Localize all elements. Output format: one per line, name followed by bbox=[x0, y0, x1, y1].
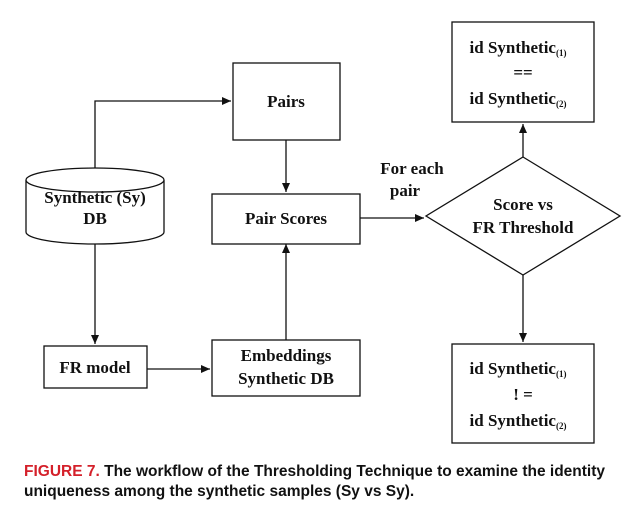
embeddings-label-line2: Synthetic DB bbox=[238, 369, 334, 388]
pair-scores-label: Pair Scores bbox=[245, 209, 327, 228]
connectors bbox=[91, 97, 527, 373]
same-bottom-label: id Synthetic(2) bbox=[470, 89, 567, 109]
synthetic-db-node: Synthetic (Sy) DB bbox=[25, 167, 165, 245]
fr-model-label: FR model bbox=[59, 358, 131, 377]
db-label-line1: Synthetic (Sy) bbox=[44, 188, 146, 207]
edge-db-to-pairs bbox=[94, 97, 231, 168]
same-identity-node: id Synthetic(1) == id Synthetic(2) bbox=[451, 21, 595, 123]
pairs-node: Pairs bbox=[232, 62, 341, 141]
decision-label-line1: Score vs bbox=[493, 195, 553, 214]
same-top-label: id Synthetic(1) bbox=[470, 38, 567, 58]
diff-bottom-label: id Synthetic(2) bbox=[470, 411, 567, 431]
diff-top-label: id Synthetic(1) bbox=[470, 359, 567, 379]
figure-label: FIGURE 7. bbox=[24, 463, 100, 480]
pair-scores-node: Pair Scores bbox=[211, 193, 361, 245]
edge-label-line2: pair bbox=[390, 181, 421, 200]
embeddings-label-line1: Embeddings bbox=[241, 346, 332, 365]
pairs-label: Pairs bbox=[267, 92, 305, 111]
different-identity-node: id Synthetic(1) ! = id Synthetic(2) bbox=[451, 343, 595, 444]
decision-node: Score vs FR Threshold bbox=[424, 156, 622, 276]
decision-label-line2: FR Threshold bbox=[473, 218, 574, 237]
figure-caption-text: The workflow of the Thresholding Techniq… bbox=[24, 463, 606, 500]
same-operator: == bbox=[513, 63, 532, 82]
embeddings-node: Embeddings Synthetic DB bbox=[211, 339, 361, 397]
diff-operator: ! = bbox=[513, 385, 533, 404]
edge-label-line1: For each bbox=[380, 159, 444, 178]
workflow-diagram: Synthetic (Sy) DB Pairs Pair Scores FR m… bbox=[25, 21, 622, 444]
fr-model-node: FR model bbox=[43, 345, 148, 389]
db-label-line2: DB bbox=[83, 209, 107, 228]
figure-caption: FIGURE 7. The workflow of the Thresholdi… bbox=[24, 462, 624, 502]
